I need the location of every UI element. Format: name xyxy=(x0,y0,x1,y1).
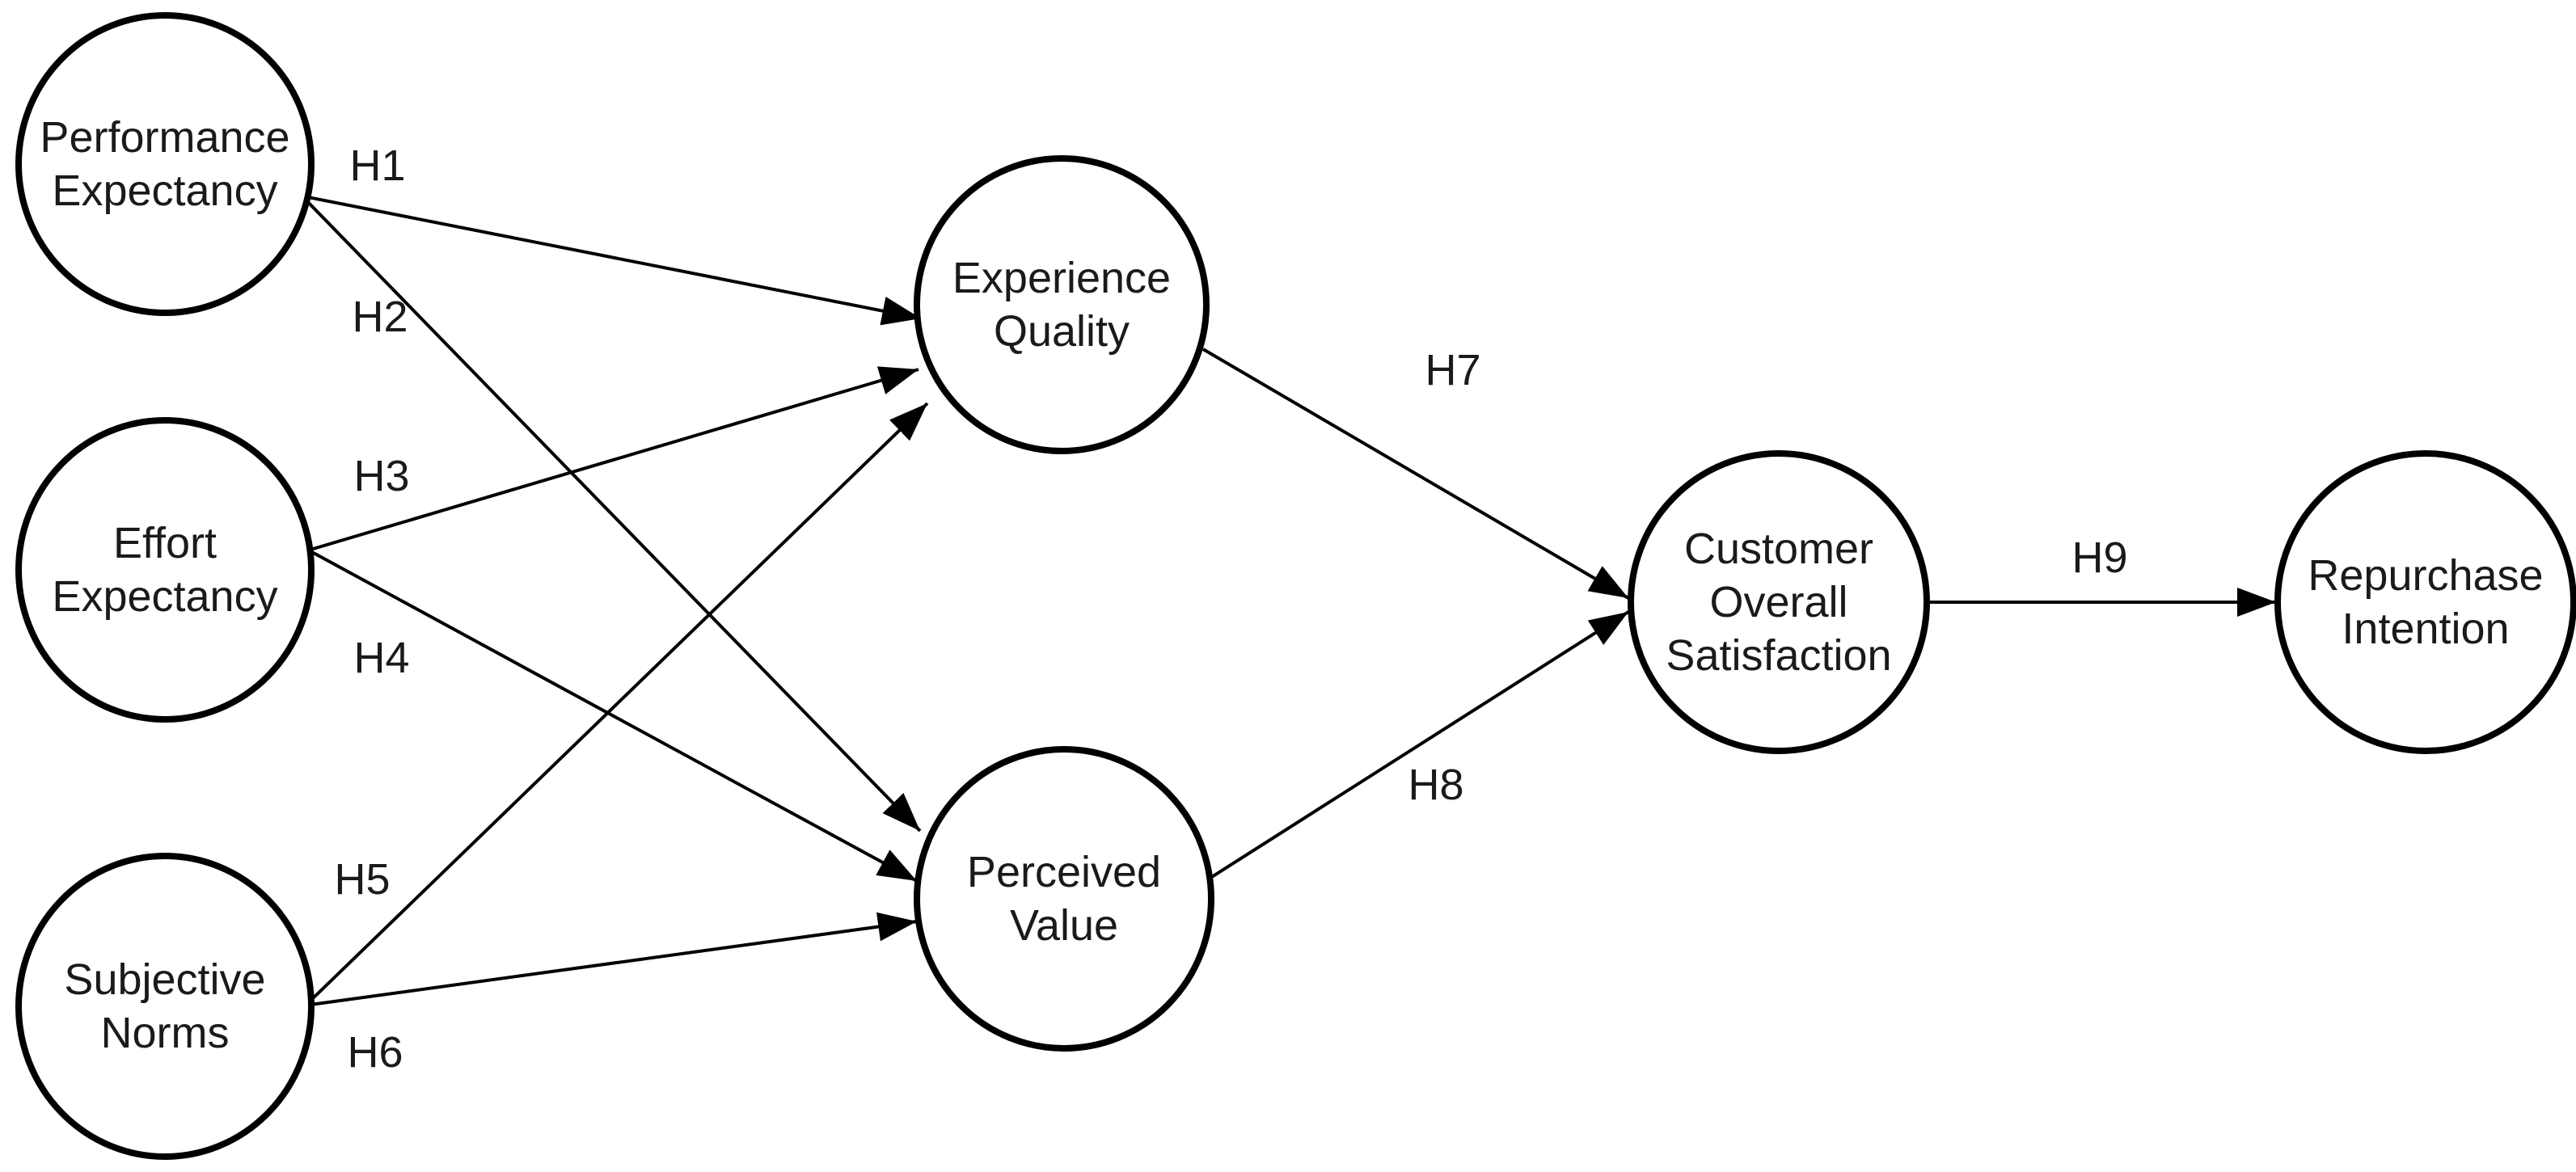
edge-h6: H6 xyxy=(310,912,918,1077)
edge-label-h9: H9 xyxy=(2071,533,2127,582)
edge-label-h7: H7 xyxy=(1425,346,1480,394)
edge-label-h3: H3 xyxy=(353,452,409,500)
node-ellipse-subjective-norms xyxy=(15,853,315,1160)
edge-line-h2 xyxy=(302,196,922,833)
edge-line-h8 xyxy=(1206,610,1630,881)
edge-label-h2: H2 xyxy=(352,293,408,341)
edge-line-h3 xyxy=(310,366,919,551)
edge-h1: H1 xyxy=(303,141,922,326)
edge-label-h6: H6 xyxy=(347,1028,403,1077)
node-ellipse-performance-expectancy xyxy=(15,12,315,316)
edge-label-h1: H1 xyxy=(349,141,405,190)
node-ellipse-effort-expectancy xyxy=(15,417,315,723)
edge-h3: H3 xyxy=(310,366,919,551)
node-ellipse-customer-overall-satisfaction xyxy=(1628,450,1930,754)
edge-h9: H9 xyxy=(1928,533,2276,617)
edge-line-h7 xyxy=(1201,348,1630,600)
edge-label-h4: H4 xyxy=(353,634,409,682)
node-ellipse-perceived-value xyxy=(914,746,1214,1052)
edge-label-h8: H8 xyxy=(1408,761,1463,809)
node-ellipse-repurchase-intention xyxy=(2274,450,2576,754)
edge-label-h5: H5 xyxy=(334,855,390,904)
edge-h2: H2 xyxy=(302,196,922,833)
edge-line-h5 xyxy=(309,402,929,1002)
edge-line-h6 xyxy=(310,912,918,1006)
edge-h5: H5 xyxy=(309,402,929,1002)
node-ellipse-experience-quality xyxy=(914,155,1210,454)
edge-h4: H4 xyxy=(310,550,918,883)
edge-h8: H8 xyxy=(1206,610,1630,881)
edge-line-h4 xyxy=(310,550,918,883)
edge-line-h1 xyxy=(303,195,922,326)
edge-h7: H7 xyxy=(1201,346,1630,600)
